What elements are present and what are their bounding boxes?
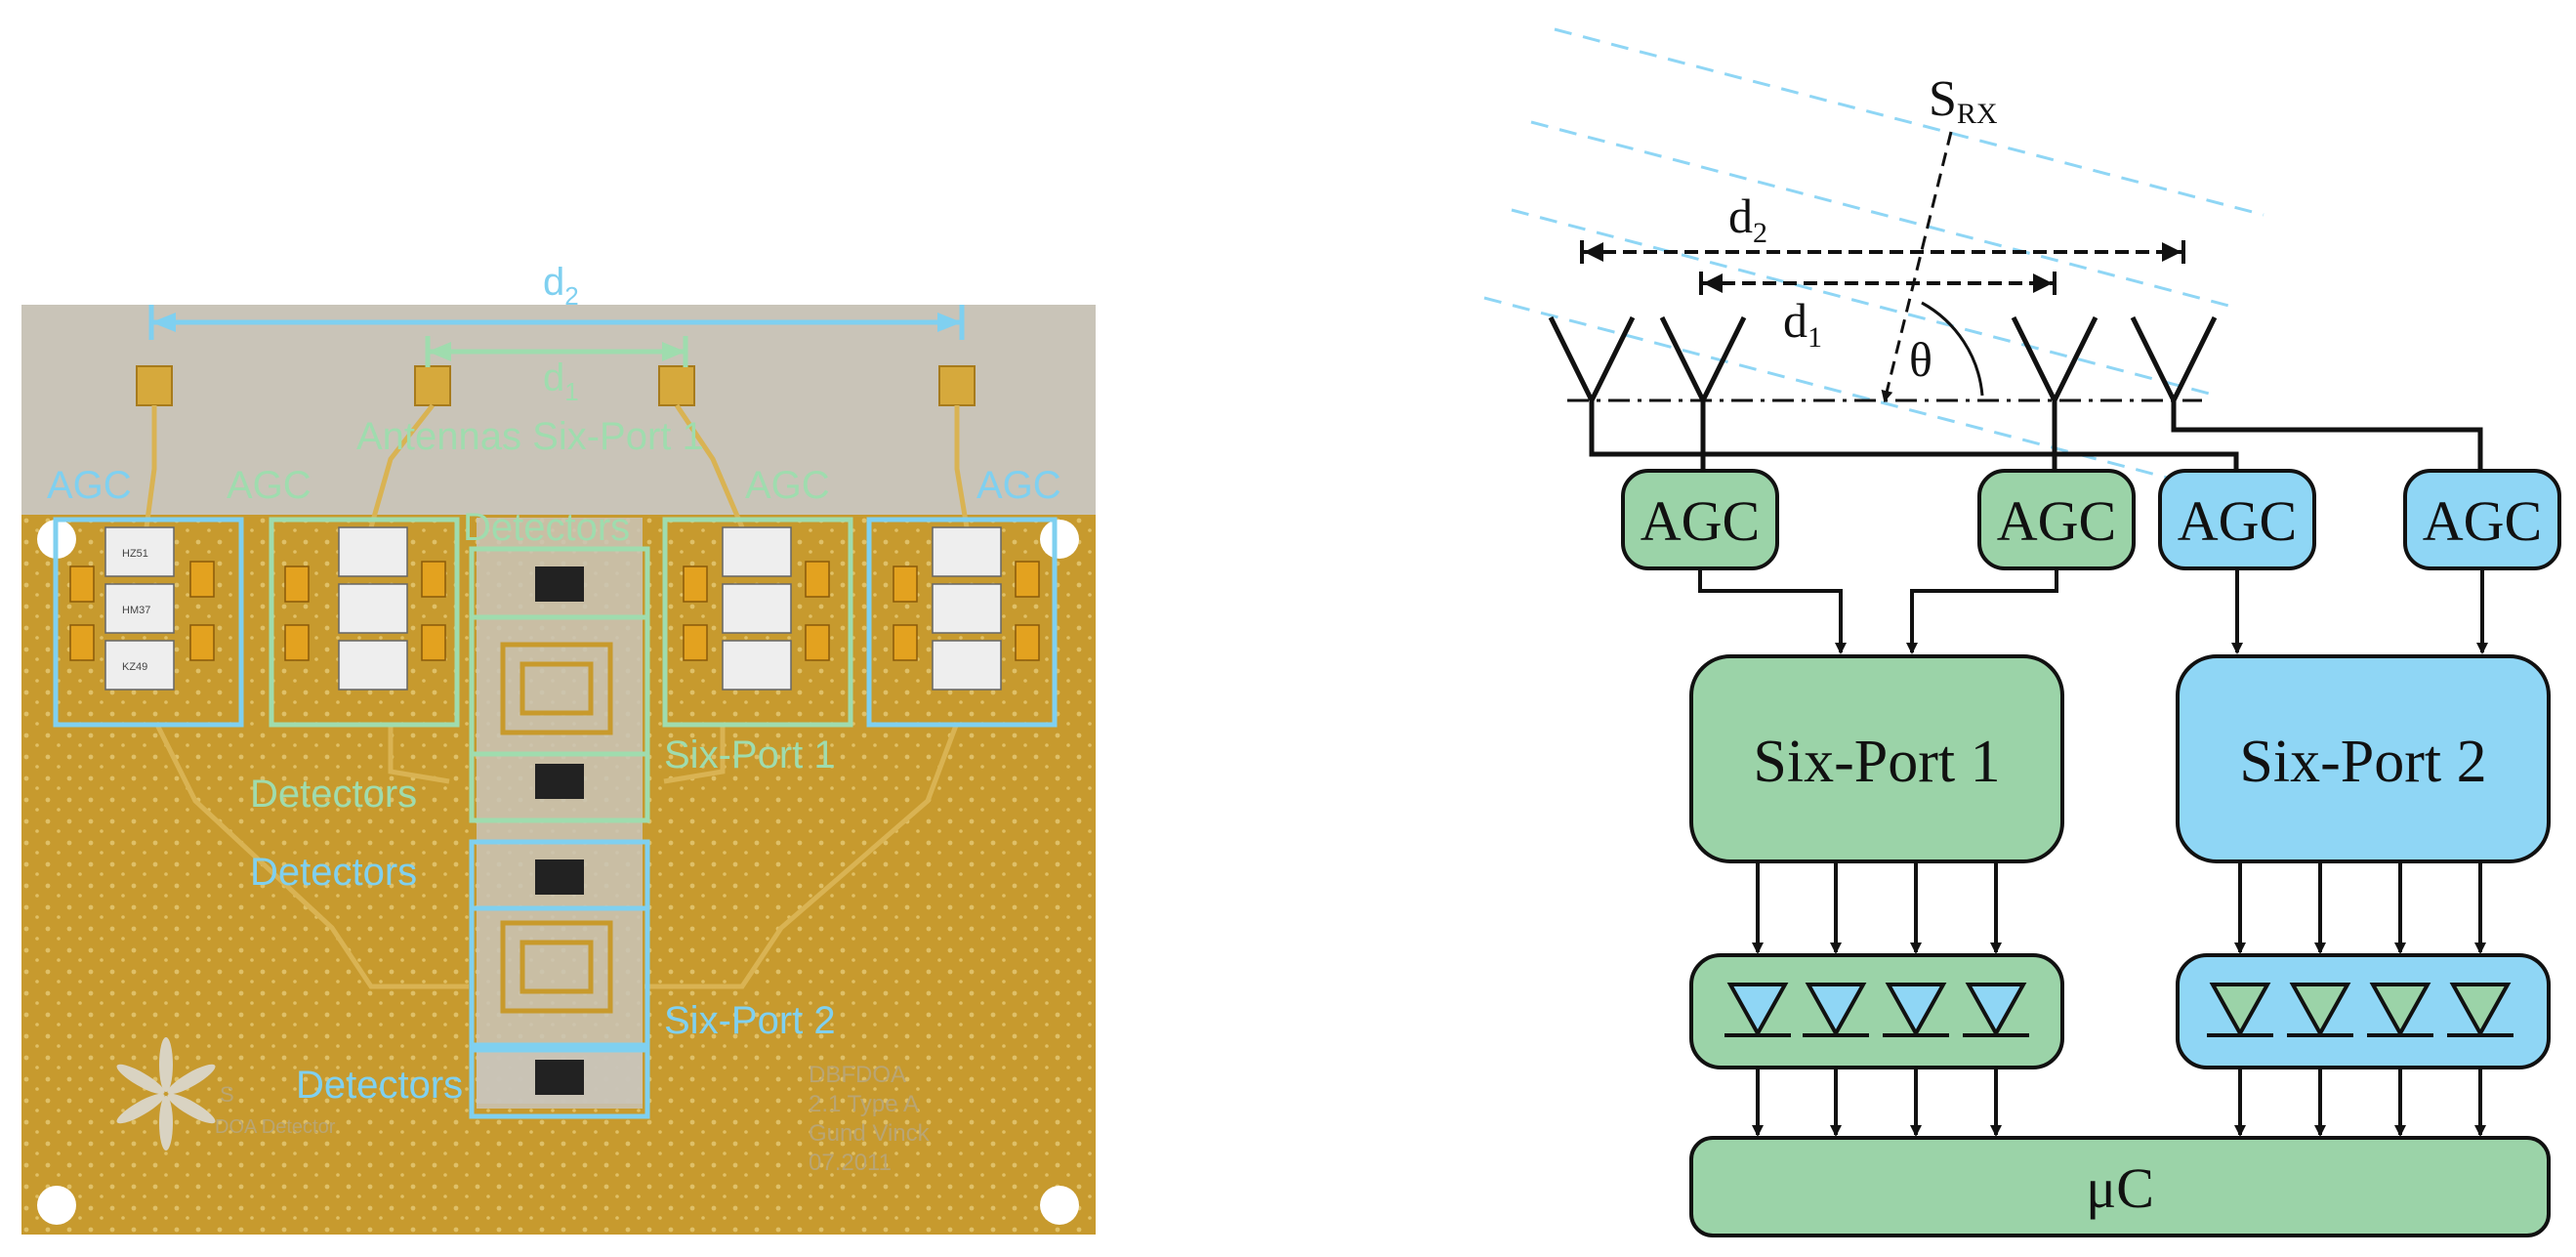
photo-overlays bbox=[53, 517, 1058, 1119]
photo-agc-label: AGC bbox=[47, 464, 132, 507]
mounting-hole bbox=[37, 1186, 76, 1225]
diode-icon bbox=[1803, 983, 1869, 1038]
detector-chip bbox=[535, 1060, 584, 1095]
wavefront-line bbox=[1511, 208, 2218, 398]
patch-antenna bbox=[414, 365, 451, 406]
chip-marking: KZ49 bbox=[122, 661, 147, 673]
block-diagram: SRX θ d2 d1 bbox=[1483, 27, 2561, 1237]
photo-detectors-label: Detectors bbox=[250, 773, 417, 816]
detector-chip bbox=[535, 566, 584, 602]
theta-arc bbox=[1921, 301, 1984, 397]
diode-icon bbox=[1963, 983, 2029, 1038]
diode-icon bbox=[2367, 983, 2433, 1038]
detector-to-uc-arrows bbox=[1752, 1068, 2486, 1137]
agc-label: AGC bbox=[2178, 489, 2297, 553]
photo-agc-label: AGC bbox=[227, 464, 312, 507]
silk-text: 2.1 Type A bbox=[809, 1091, 919, 1117]
detectors-overlay-box bbox=[469, 751, 650, 823]
diode-symbols bbox=[1724, 983, 2514, 1038]
chip-marking: HZ51 bbox=[122, 548, 148, 560]
sixport-column bbox=[477, 518, 643, 1109]
d2-label: d2 bbox=[1728, 189, 1767, 249]
agc-label: AGC bbox=[1997, 489, 2116, 553]
sixport2-overlay-box bbox=[469, 905, 650, 1048]
detectors-overlay-box bbox=[469, 1047, 650, 1119]
photo-d1-label: d1 bbox=[543, 356, 579, 406]
silkscreen: S DOA Detector DBFDOA 2.1 Type A Gund Vi… bbox=[215, 1062, 931, 1176]
flower-logo bbox=[116, 1037, 216, 1151]
microcontroller-label: μC bbox=[2086, 1156, 2154, 1220]
agc-blocks bbox=[1621, 469, 2561, 570]
antenna-wiring bbox=[1589, 400, 2483, 471]
photo-sixport1-label: Six-Port 1 bbox=[664, 733, 836, 776]
photo-detectors-label: Detectors bbox=[463, 506, 630, 549]
agc-overlay-box bbox=[866, 517, 1058, 728]
wavefront-line bbox=[1554, 27, 2264, 217]
photo-antennas-label: Antennas Six-Port 1 bbox=[356, 415, 704, 458]
diode-icon bbox=[2287, 983, 2353, 1038]
diode-icon bbox=[2447, 983, 2514, 1038]
photo-dimensions bbox=[148, 305, 965, 367]
mounting-hole bbox=[1040, 1186, 1079, 1225]
sixport-to-detector-arrows bbox=[1752, 861, 2486, 954]
silk-text: 07.2011 bbox=[809, 1150, 892, 1176]
agc-overlay-box bbox=[269, 517, 460, 728]
agc-label: AGC bbox=[1641, 489, 1760, 553]
patch-antenna bbox=[136, 365, 173, 406]
theta-label: θ bbox=[1909, 332, 1932, 387]
srx-label: SRX bbox=[1929, 71, 1998, 130]
wavefront-line bbox=[1530, 120, 2237, 310]
agc-to-sixport-arrows bbox=[1698, 568, 2488, 654]
photo-agc-label: AGC bbox=[745, 464, 830, 507]
patch-antenna bbox=[938, 365, 976, 406]
diode-icon bbox=[1883, 983, 1949, 1038]
wavefront-line bbox=[1483, 296, 2190, 485]
photo-detectors-label: Detectors bbox=[250, 851, 417, 894]
incident-signal-arrow bbox=[1881, 131, 1953, 402]
pcb-substrate bbox=[21, 305, 1096, 515]
silk-text: DBFDOA bbox=[809, 1062, 906, 1088]
patch-antenna bbox=[658, 365, 695, 406]
sixport1-block bbox=[1689, 654, 2064, 863]
agc-modules: HZ51 HM37 KZ49 bbox=[69, 526, 1040, 691]
d1-label: d1 bbox=[1783, 293, 1822, 354]
chip-marking: HM37 bbox=[122, 605, 150, 616]
silk-text: Gund Vinck bbox=[809, 1120, 931, 1147]
photo-detectors-label: Detectors bbox=[296, 1064, 463, 1107]
microcontroller-block bbox=[1689, 1136, 2551, 1237]
diode-icon bbox=[1724, 983, 1791, 1038]
agc-overlay-box bbox=[662, 517, 853, 728]
sixport1-label: Six-Port 1 bbox=[1753, 729, 2000, 795]
silk-text: DOA Detector bbox=[215, 1116, 336, 1138]
diode-icon bbox=[2207, 983, 2273, 1038]
photo-sixport2-label: Six-Port 2 bbox=[664, 999, 836, 1042]
patch-antennas bbox=[136, 365, 976, 406]
photo-d2-label: d2 bbox=[543, 261, 579, 311]
photo-agc-label: AGC bbox=[976, 464, 1061, 507]
sixport2-label: Six-Port 2 bbox=[2239, 729, 2486, 795]
agc-overlay-box bbox=[53, 517, 244, 728]
mounting-hole bbox=[1040, 520, 1079, 559]
pcb-photo: HZ51 HM37 KZ49 S DOA Detector bbox=[21, 261, 1096, 1235]
feed-lines bbox=[144, 403, 970, 989]
silk-text: S bbox=[220, 1082, 234, 1107]
detector-chip bbox=[535, 764, 584, 799]
detector-chip bbox=[535, 859, 584, 895]
sixport2-block bbox=[2176, 654, 2551, 863]
agc-label: AGC bbox=[2423, 489, 2542, 553]
antenna-symbols bbox=[1548, 315, 2218, 454]
